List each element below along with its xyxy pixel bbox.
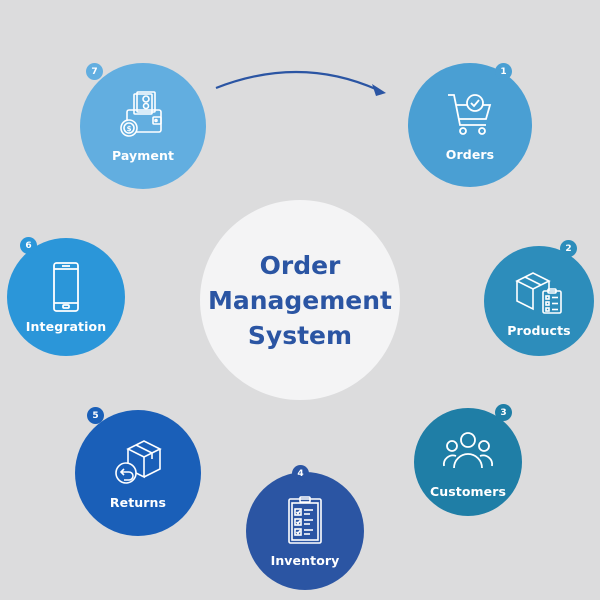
step-badge-1: 1: [495, 63, 512, 80]
step-badge-6: 6: [20, 237, 37, 254]
wallet-money-icon: $: [120, 90, 162, 137]
users-group-icon: [442, 431, 494, 468]
node-orders[interactable]: Orders: [408, 63, 532, 187]
box-with-checklist-icon: [515, 271, 562, 314]
smartphone-icon: [53, 261, 79, 312]
node-label: Inventory: [270, 552, 340, 568]
step-badge-2: 2: [560, 240, 577, 257]
node-inventory[interactable]: Inventory: [246, 472, 364, 590]
node-payment[interactable]: $ Payment: [80, 63, 206, 189]
title-line-2: Management: [207, 285, 393, 315]
title-line-1: Order: [259, 250, 341, 280]
node-returns[interactable]: Returns: [75, 410, 201, 536]
step-badge-3: 3: [495, 404, 512, 421]
clipboard-checklist-icon: [288, 495, 322, 544]
node-label: Orders: [445, 146, 495, 162]
node-label: Payment: [111, 147, 175, 163]
title-line-3: System: [247, 320, 353, 350]
node-products[interactable]: Products: [484, 246, 594, 356]
center-title-circle: Order Management System: [200, 200, 400, 400]
node-customers[interactable]: Customers: [414, 408, 522, 516]
step-badge-4: 4: [292, 465, 309, 482]
shopping-cart-check-icon: [448, 93, 492, 135]
step-badge-5: 5: [87, 407, 104, 424]
node-label: Returns: [109, 494, 167, 510]
svg-text:$: $: [127, 125, 132, 133]
node-label: Products: [507, 322, 571, 338]
step-badge-7: 7: [86, 63, 103, 80]
node-label: Customers: [429, 483, 507, 499]
node-integration[interactable]: Integration: [7, 238, 125, 356]
node-label: Integration: [25, 318, 107, 334]
box-return-icon: [115, 439, 162, 484]
